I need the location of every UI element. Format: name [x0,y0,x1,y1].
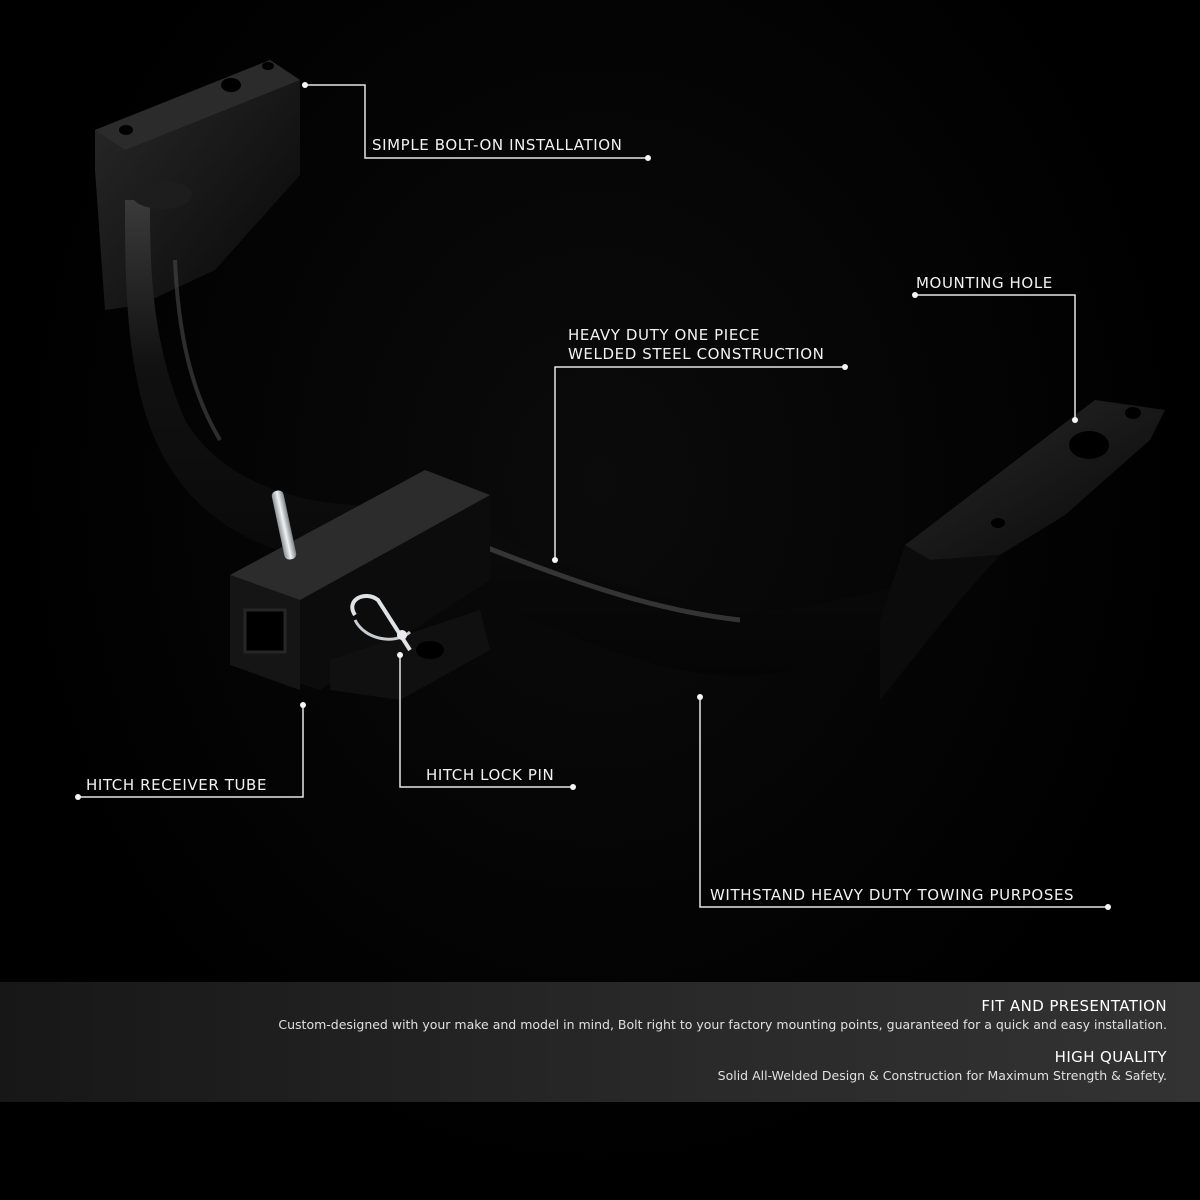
callout-mounting-hole: MOUNTING HOLE [916,274,1053,292]
bolt-hole [1125,407,1141,419]
high-quality-block: HIGH QUALITY Solid All-Welded Design & C… [718,1047,1167,1085]
bolt-hole [262,62,274,70]
receiver-opening [243,608,287,654]
left-mounting-bracket [95,60,300,310]
callout-dots [75,82,1111,910]
callout-lines [78,84,1108,908]
bolt-hole [991,518,1005,528]
callout-line-receiver-tube [78,705,304,798]
callout-construction-line1: HEAVY DUTY ONE PIECE [568,326,761,344]
feature-info-panel: FIT AND PRESENTATION Custom-designed wit… [0,982,1200,1102]
callout-line-construction [554,366,845,560]
callout-line-lock-pin [399,655,573,788]
hitch-lock-pin [271,490,412,652]
high-quality-title: HIGH QUALITY [1054,1048,1167,1066]
callout-towing-purposes: WITHSTAND HEAVY DUTY TOWING PURPOSES [710,886,1075,904]
callout-line-bolt-on [305,84,648,159]
callout-line-towing [699,697,1108,908]
high-quality-text: Solid All-Welded Design & Construction f… [717,1068,1167,1083]
receiver-box [230,470,490,700]
fit-presentation-text: Custom-designed with your make and model… [278,1017,1167,1032]
fit-presentation-title: FIT AND PRESENTATION [981,997,1167,1015]
callout-hitch-lock-pin: HITCH LOCK PIN [426,766,555,784]
bolt-hole [221,78,241,92]
right-mounting-bracket [880,400,1165,700]
pin-hole [416,641,444,659]
callout-bolt-on-installation: SIMPLE BOLT-ON INSTALLATION [372,136,623,154]
callout-construction-line2: WELDED STEEL CONSTRUCTION [568,345,825,363]
callout-line-mounting-hole [915,294,1076,420]
callout-hitch-receiver-tube: HITCH RECEIVER TUBE [86,776,268,794]
bolt-hole [119,125,133,135]
fit-presentation-block: FIT AND PRESENTATION Custom-designed wit… [278,996,1167,1034]
mounting-hole [1069,431,1109,459]
